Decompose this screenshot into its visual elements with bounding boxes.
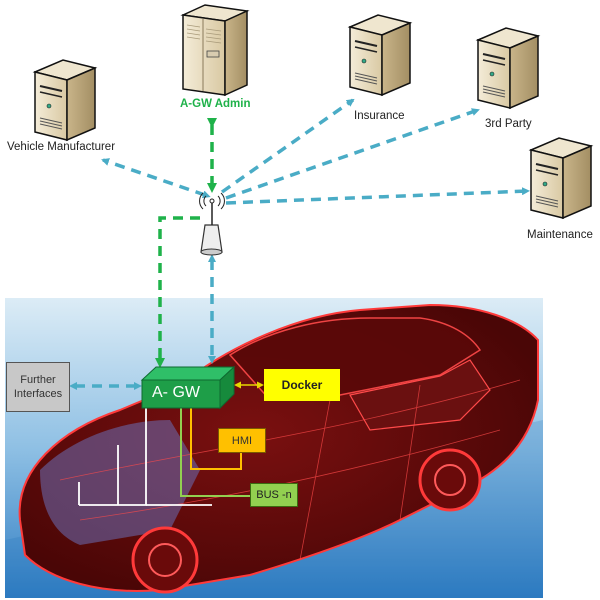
docker-label: Docker [281, 378, 323, 392]
label-maintenance: Maintenance [527, 229, 593, 241]
further-interfaces-line2: Interfaces [13, 388, 63, 400]
hmi-label: HMI [231, 434, 253, 447]
further-interfaces-box[interactable]: Further Interfaces [6, 362, 70, 412]
cloud-links [69, 98, 530, 390]
agw-box[interactable] [140, 365, 236, 410]
link-admin-agw [155, 216, 200, 368]
label-3rd-party: 3rd Party [485, 118, 532, 130]
link-maintenance [225, 187, 530, 205]
bus-wiring [78, 381, 264, 506]
label-insurance: Insurance [354, 110, 405, 122]
car-image [5, 298, 543, 598]
server-agw-admin-icon [180, 4, 250, 97]
wireless-antenna-icon [199, 192, 225, 256]
bus-box[interactable]: BUS -n [250, 483, 298, 507]
agw-label: A- GW [152, 384, 200, 401]
server-maintenance-icon [528, 137, 594, 220]
hmi-box[interactable]: HMI [218, 428, 266, 453]
label-agw-admin: A-GW Admin [180, 98, 251, 110]
server-vehicle-manufacturer-icon [32, 59, 98, 142]
further-interfaces-line1: Further [20, 374, 56, 386]
label-vehicle-manufacturer: Vehicle Manufacturer [7, 141, 116, 153]
wire-hmi [190, 408, 242, 470]
bus-label: BUS -n [256, 489, 292, 501]
docker-box[interactable]: Docker [264, 369, 340, 401]
wire-bus [180, 408, 250, 497]
link-insurance [220, 98, 355, 194]
server-insurance-icon [347, 14, 413, 97]
link-3rd-party [225, 108, 480, 200]
server-3rd-party-icon [475, 27, 541, 110]
link-vehicle-manufacturer [101, 158, 211, 199]
admin-links [155, 118, 217, 368]
